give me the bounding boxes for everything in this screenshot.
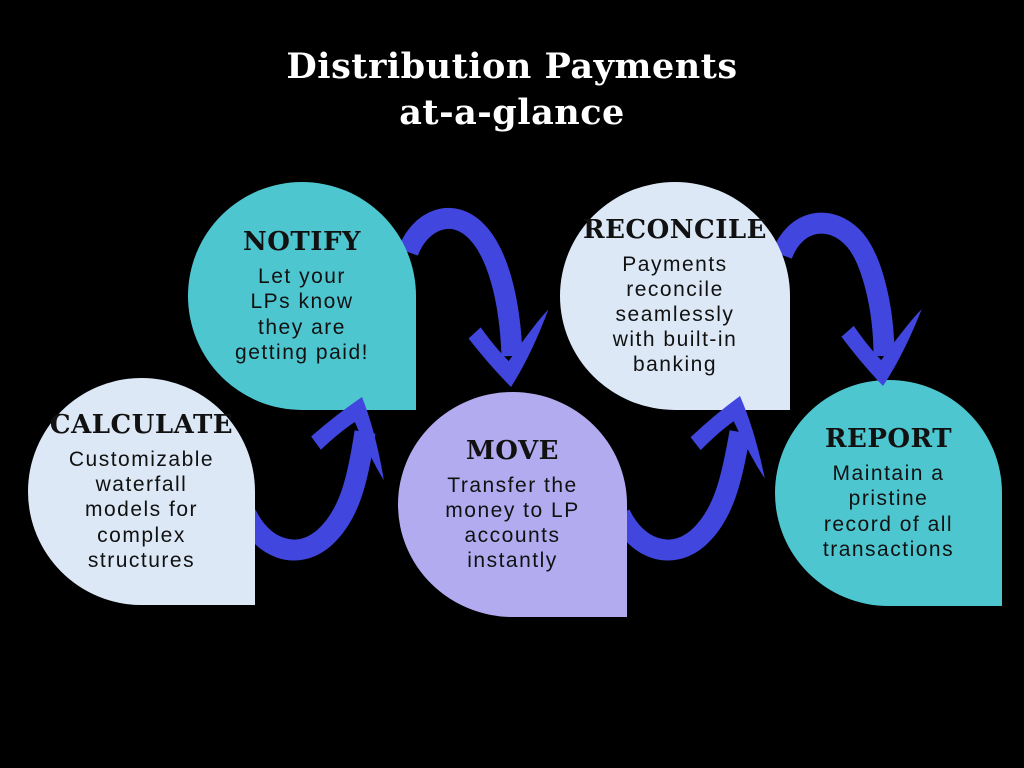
step-bubble-move: MOVE Transfer the money to LP accounts i… bbox=[398, 392, 627, 617]
step-heading-move: MOVE bbox=[466, 435, 559, 466]
step-body-report: Maintain a pristine record of all transa… bbox=[822, 462, 955, 561]
page-title-line2: at-a-glance bbox=[399, 92, 625, 134]
step-bubble-reconcile: RECONCILE Payments reconcile seamlessly … bbox=[560, 182, 790, 410]
step-heading-report: REPORT bbox=[824, 424, 953, 455]
arrow-tail-calculate-to-notify bbox=[236, 430, 376, 561]
step-bubble-calculate: CALCULATE Customizable waterfall models … bbox=[28, 378, 255, 605]
step-heading-notify: NOTIFY bbox=[243, 227, 361, 258]
step-heading-calculate: CALCULATE bbox=[49, 410, 234, 441]
step-bubble-report: REPORT Maintain a pristine record of all… bbox=[775, 380, 1002, 606]
arrow-tail-notify-to-move bbox=[398, 208, 523, 357]
step-heading-reconcile: RECONCILE bbox=[583, 214, 767, 245]
arrow-head-notify-to-move bbox=[468, 309, 549, 387]
step-bubble-notify: NOTIFY Let your LPs know they are gettin… bbox=[188, 182, 416, 410]
step-body-calculate: Customizable waterfall models for comple… bbox=[68, 448, 215, 572]
step-body-notify: Let your LPs know they are getting paid! bbox=[235, 265, 369, 364]
page-title-line1: Distribution Payments bbox=[286, 46, 738, 87]
step-body-move: Transfer the money to LP accounts instan… bbox=[445, 473, 580, 573]
step-body-reconcile: Payments reconcile seamlessly with built… bbox=[612, 252, 738, 377]
arrow-head-reconcile-to-report bbox=[841, 309, 922, 386]
arrow-tail-reconcile-to-report bbox=[772, 212, 895, 357]
arrow-tail-move-to-reconcile bbox=[610, 430, 751, 561]
page-title: Distribution Payments at-a-glance bbox=[0, 44, 1024, 136]
